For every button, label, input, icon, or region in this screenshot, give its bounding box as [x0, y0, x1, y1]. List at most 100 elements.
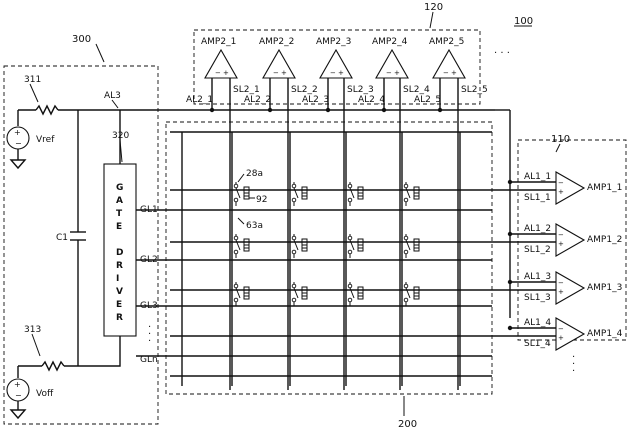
svg-text:+: + [14, 380, 21, 389]
svg-text:−: − [443, 69, 449, 77]
sl2-label: SL2_2 [291, 85, 318, 95]
sl2-label: SL2_1 [233, 85, 260, 95]
sensor-cell [234, 234, 249, 258]
amp2-triangle-icon [263, 50, 295, 78]
al2-label: AL2_2 [244, 95, 271, 105]
svg-text:+: + [338, 69, 344, 77]
sl2-label: SL2_3 [347, 85, 374, 95]
svg-text:·: · [148, 336, 151, 347]
svg-text:+: + [558, 288, 564, 296]
gate-driver-letter: D [116, 248, 123, 258]
al2-label: AL2_3 [302, 95, 329, 105]
gate-driver-letter: I [116, 274, 119, 284]
amp1-label: AMP1_1 [587, 183, 622, 193]
al1-label: AL1_1 [524, 172, 551, 182]
ref-313: 313 [24, 325, 41, 335]
svg-text:−: − [330, 69, 336, 77]
svg-text:−: − [15, 391, 22, 400]
gate-driver-letter: V [116, 287, 123, 297]
svg-text:+: + [558, 334, 564, 342]
sensor-cell [348, 282, 363, 306]
svg-text:+: + [558, 240, 564, 248]
sensor-cell [234, 282, 249, 306]
amp2-triangle-icon [376, 50, 408, 78]
amp1-label: AMP1_2 [587, 235, 622, 245]
sensor-cell [348, 234, 363, 258]
sl1-label: SL1_3 [524, 293, 551, 303]
amp2-triangle-icon [205, 50, 237, 78]
sl2-label: SL2_5 [461, 85, 488, 95]
al2-label: AL2_5 [414, 95, 441, 105]
sensor-cell [234, 182, 249, 206]
sensor-cell [348, 182, 363, 206]
sensor-cell [404, 234, 419, 258]
gate-driver-letter: T [116, 209, 123, 219]
amp2-triangle-icon [320, 50, 352, 78]
amp2-label: AMP2_4 [372, 37, 408, 47]
sensor-cell [292, 182, 307, 206]
label-vref: Vref [36, 135, 55, 145]
al1-label: AL1_4 [524, 318, 551, 328]
amp2-label: AMP2_2 [259, 37, 294, 47]
svg-text:−: − [558, 231, 564, 239]
svg-text:−: − [558, 179, 564, 187]
gate-driver-letter: R [116, 261, 123, 271]
sensor-cell [404, 182, 419, 206]
svg-text:−: − [558, 279, 564, 287]
label-al3: AL3 [104, 91, 121, 101]
al1-label: AL1_2 [524, 224, 551, 234]
gate-driver-letter: E [116, 222, 122, 232]
sensor-cell [292, 234, 307, 258]
ellipsis-top: · · · [494, 48, 510, 59]
ref-300: 300 [72, 34, 91, 45]
ref-110: 110 [551, 134, 570, 145]
label-92: 92 [256, 195, 267, 205]
gate-driver-letter: E [116, 300, 122, 310]
sl1-label: SL1_4 [524, 339, 551, 349]
al1-label: AL1_3 [524, 272, 551, 282]
amp2-row: −+AMP2_1AL2_1SL2_1−+AMP2_2AL2_2SL2_2−+AM… [186, 37, 488, 105]
amp2-label: AMP2_1 [201, 37, 236, 47]
svg-text:−: − [558, 325, 564, 333]
svg-text:−: − [215, 69, 221, 77]
ref-320: 320 [112, 131, 129, 141]
ref-120: 120 [424, 2, 443, 13]
ground-icon-2 [11, 410, 25, 418]
sl1-label: SL1_1 [524, 193, 551, 203]
region-200 [166, 122, 492, 394]
label-c1: C1 [56, 233, 68, 243]
sensor-cell [292, 282, 307, 306]
svg-text:+: + [394, 69, 400, 77]
sl2-label: SL2_4 [403, 85, 430, 95]
svg-text:−: − [273, 69, 279, 77]
al2-label: AL2_1 [186, 95, 213, 105]
svg-text:+: + [14, 128, 21, 137]
svg-text:+: + [281, 69, 287, 77]
ground-icon [11, 160, 25, 168]
svg-text:·: · [572, 366, 575, 377]
amp1-column: −+AMP1_1AL1_1SL1_1−+AMP1_2AL1_2SL1_2−+AM… [170, 172, 623, 350]
ref-311: 311 [24, 75, 41, 85]
label-voff: Voff [36, 389, 54, 399]
label-28a: 28a [246, 169, 263, 179]
gate-driver-letter: R [116, 313, 123, 323]
svg-text:+: + [558, 188, 564, 196]
al2-label: AL2_4 [358, 95, 385, 105]
gate-driver-letter: A [116, 196, 123, 206]
ref-100: 100 [514, 16, 533, 27]
svg-text:−: − [386, 69, 392, 77]
sensor-cell [404, 282, 419, 306]
svg-text:−: − [15, 139, 22, 148]
ref-200: 200 [398, 419, 417, 429]
sl1-label: SL1_2 [524, 245, 551, 255]
gate-driver-letter: G [116, 183, 123, 193]
amp1-label: AMP1_3 [587, 283, 622, 293]
svg-text:+: + [223, 69, 229, 77]
amp1-label: AMP1_4 [587, 329, 623, 339]
svg-text:+: + [451, 69, 457, 77]
label-63a: 63a [246, 221, 263, 231]
amp2-triangle-icon [433, 50, 465, 78]
sensor-array-wires [136, 76, 510, 390]
amp2-label: AMP2_5 [429, 37, 464, 47]
